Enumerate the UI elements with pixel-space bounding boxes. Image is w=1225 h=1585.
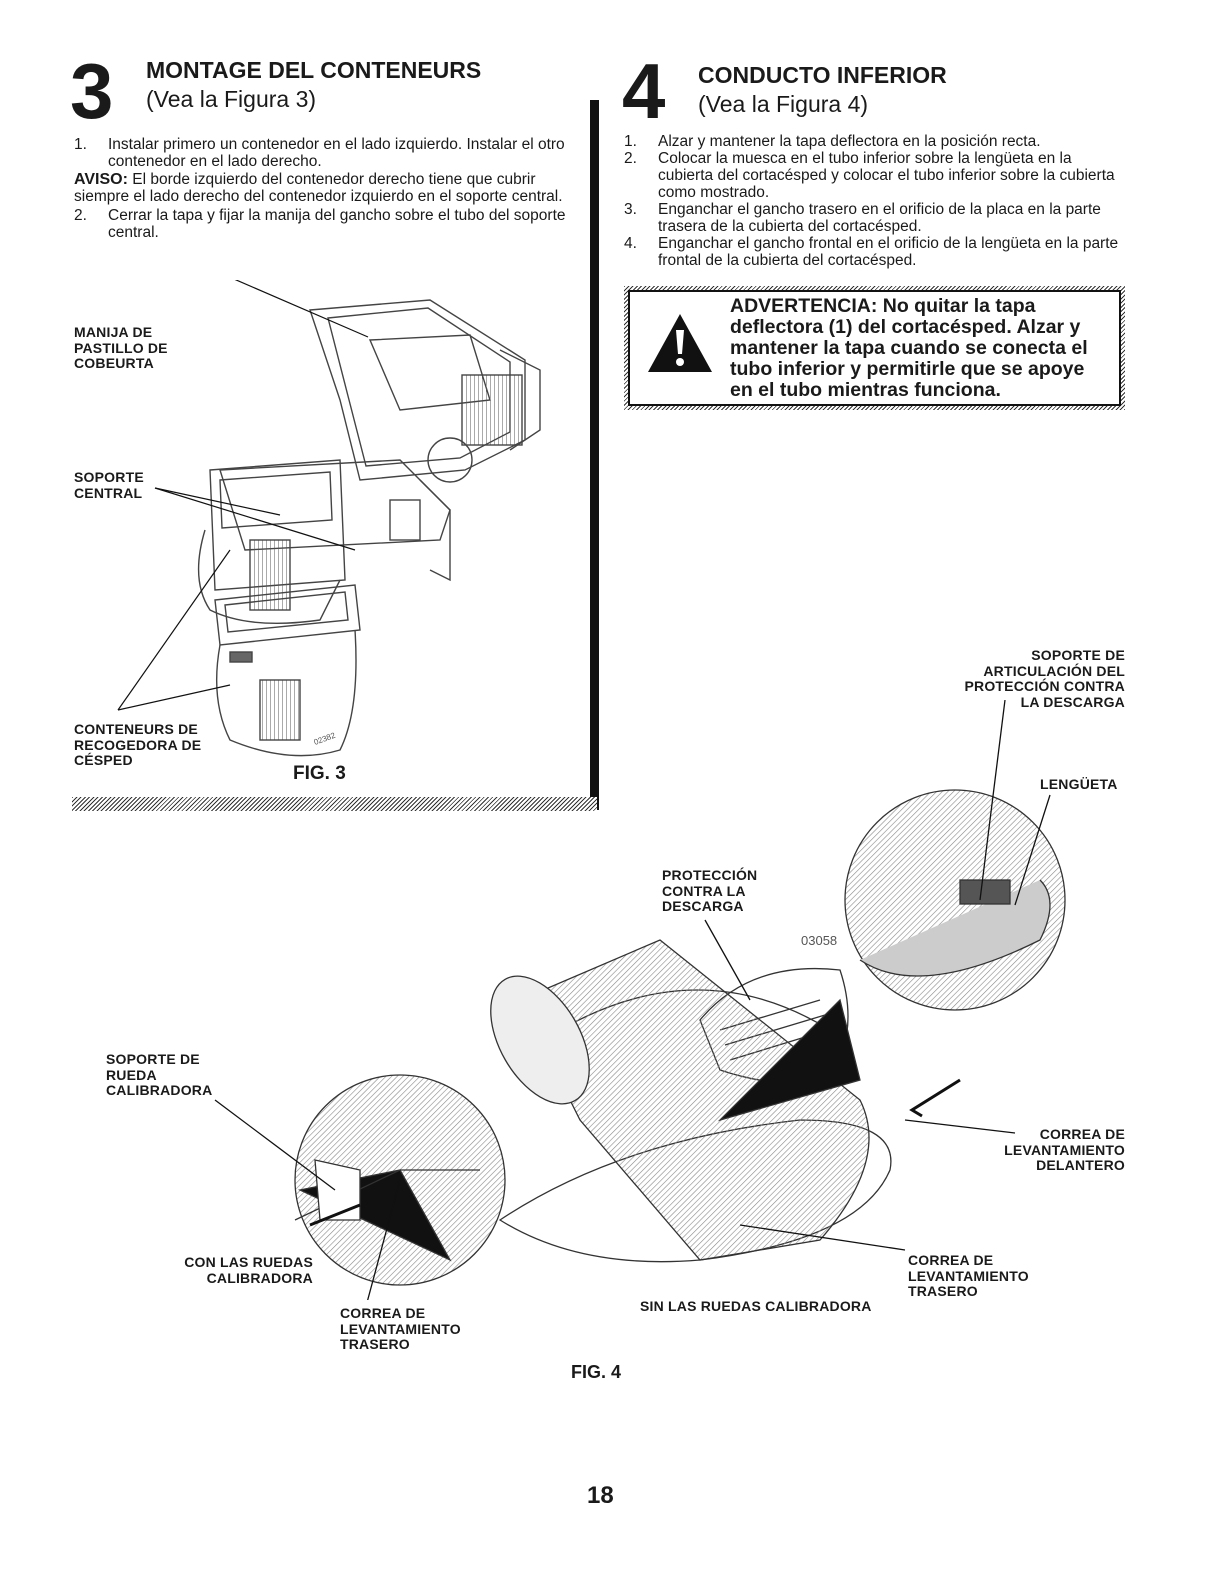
step-4-heading: CONDUCTO INFERIOR (Vea la Figura 4) <box>698 61 947 119</box>
label-lengueta: LENGÜETA <box>1040 776 1118 792</box>
warning-box: ADVERTENCIA: No quitar la tapa deflector… <box>628 290 1121 406</box>
label-soporte-rueda: SOPORTE DE RUEDA CALIBRADORA <box>106 1051 213 1098</box>
step-3-number: 3 <box>70 47 114 135</box>
label-manija: MANIJA DE PASTILLO DE COBEURTA <box>74 324 168 371</box>
warning-text: ADVERTENCIA: No quitar la tapa deflector… <box>730 295 1088 401</box>
label-correa-trasero-left: CORREA DE LEVANTAMIENTO TRASERO <box>340 1305 461 1352</box>
fig-3-caption: FIG. 3 <box>293 763 346 784</box>
step-4-item-4: 4. Enganchar el gancho frontal en el ori… <box>624 235 1119 269</box>
step-3-item-1: 1. Instalar primero un contenedor en el … <box>74 136 565 170</box>
step-4-item-2: 2. Colocar la muesca en el tubo inferior… <box>624 150 1115 201</box>
fig-3-underbar <box>72 797 597 811</box>
fig-4-caption: FIG. 4 <box>571 1362 622 1382</box>
warning-triangle-icon <box>648 314 712 372</box>
label-correa-delantero: CORREA DE LEVANTAMIENTO DELANTERO <box>1004 1126 1125 1173</box>
fig-3-illustration: 02382 <box>117 280 541 757</box>
step-3-title: MONTAGE DEL CONTENEURS <box>146 57 482 83</box>
column-divider <box>590 100 599 810</box>
label-sin-ruedas: SIN LAS RUEDAS CALIBRADORA <box>640 1298 872 1314</box>
step-3-item-2: 2. Cerrar la tapa y fijar la manija del … <box>74 207 566 241</box>
page-number: 18 <box>587 1482 614 1509</box>
label-conteneurs: CONTENEURS DE RECOGEDORA DE CÉSPED <box>74 721 202 768</box>
label-soporte-central: SOPORTE CENTRAL <box>74 469 144 501</box>
step-4-subtitle: (Vea la Figura 4) <box>698 91 869 117</box>
label-con-ruedas: CON LAS RUEDAS CALIBRADORA <box>184 1254 313 1286</box>
label-correa-trasero-right: CORREA DE LEVANTAMIENTO TRASERO <box>908 1252 1029 1299</box>
step-3-notice: AVISO: El borde izquierdo del contenedor… <box>74 171 563 205</box>
step-3-heading: MONTAGE DEL CONTENEURS (Vea la Figura 3) <box>146 56 481 114</box>
step-4-title: CONDUCTO INFERIOR <box>698 62 947 88</box>
step-3-instructions: 1. Instalar primero un contenedor en el … <box>74 136 574 241</box>
step-4-item-1: 1. Alzar y mantener la tapa deflectora e… <box>624 133 1041 150</box>
step-3-subtitle: (Vea la Figura 3) <box>146 86 317 112</box>
step-4-number: 4 <box>622 47 666 135</box>
fig-4-illustration: 03058 <box>214 700 1066 1300</box>
fig-4-code: 03058 <box>801 933 837 948</box>
label-proteccion: PROTECCIÓN CONTRA LA DESCARGA <box>662 867 758 914</box>
step-4-item-3: 3. Enganchar el gancho trasero en el ori… <box>624 201 1101 235</box>
label-soporte-articulacion: SOPORTE DE ARTICULACIÓN DEL PROTECCIÓN C… <box>964 647 1125 710</box>
step-4-instructions: 1. Alzar y mantener la tapa deflectora e… <box>624 133 1124 269</box>
